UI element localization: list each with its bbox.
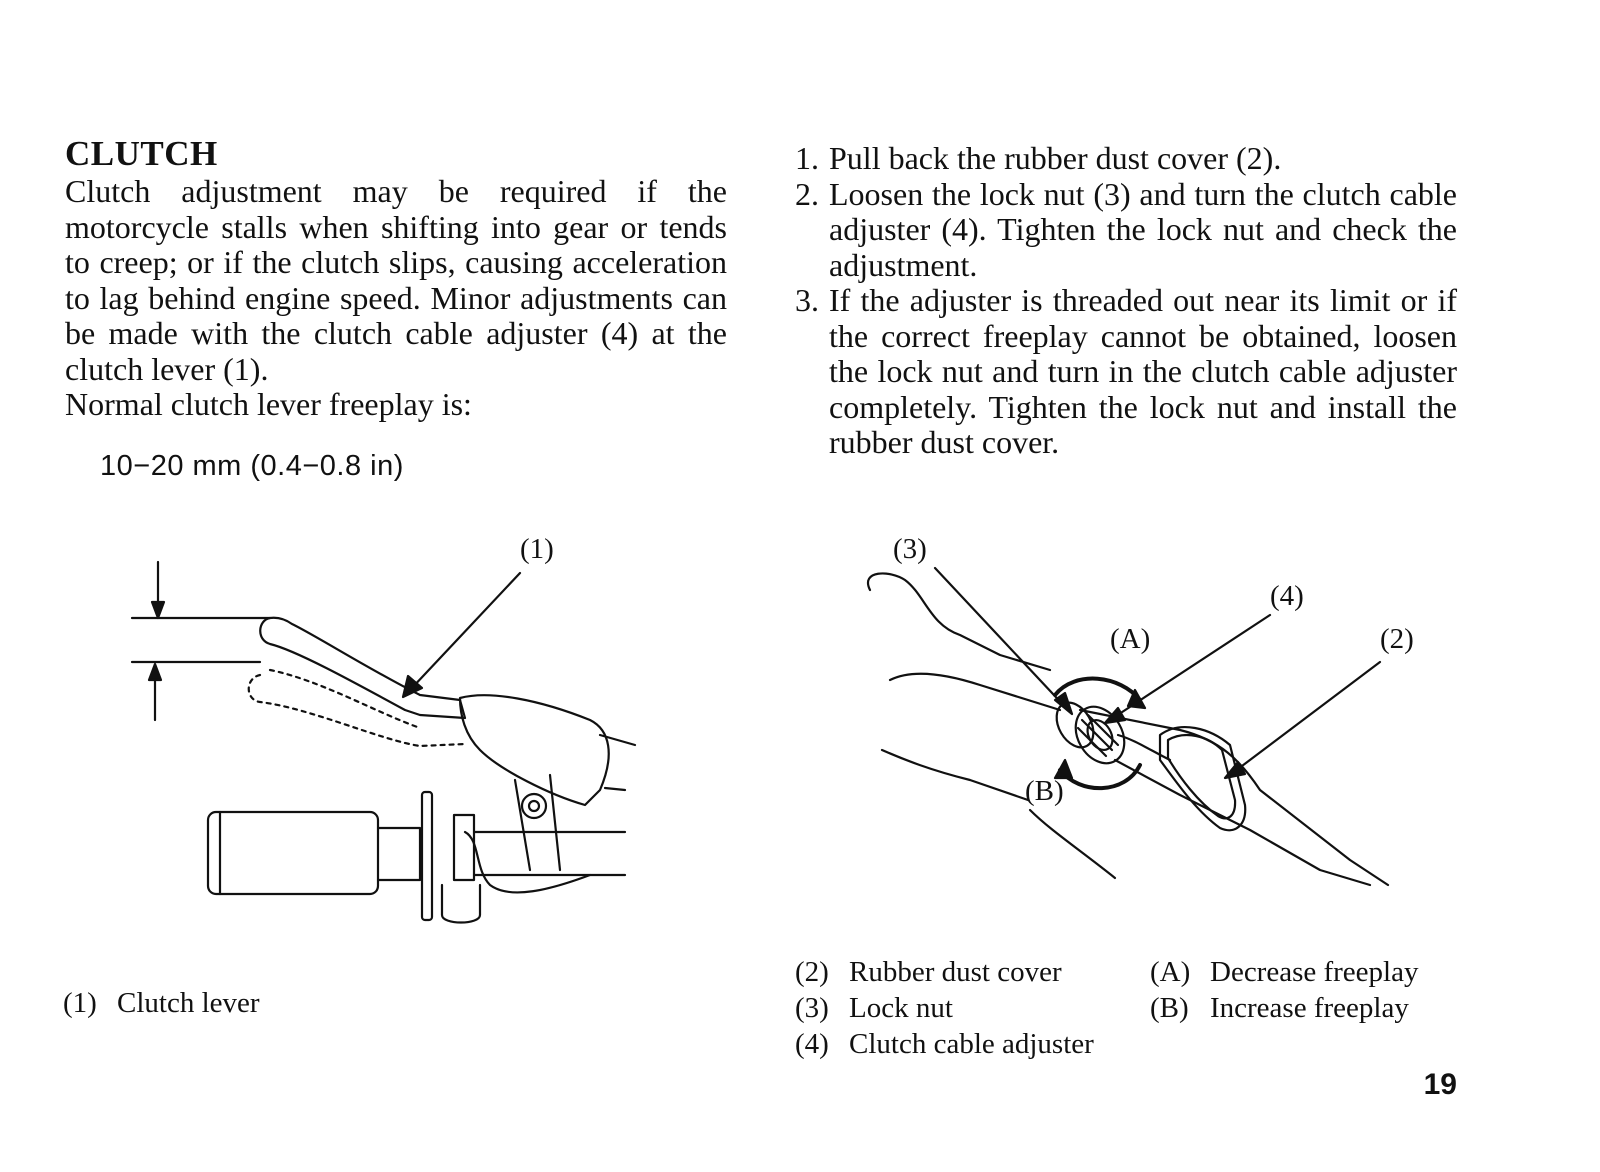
callout-b-label: (B) [1025,775,1064,807]
callout-4-label: (4) [1270,580,1304,612]
cable-adjuster [1066,698,1134,772]
step-number: 3. [795,282,819,318]
callout-1-leader [410,573,520,690]
legend-row: (2) Rubber dust cover [795,954,1094,990]
legend-key: (3) [795,992,829,1024]
legend-row: (B) Increase freeplay [1150,990,1418,1026]
step-1: 1. Pull back the rubber dust cover (2). [795,140,1457,177]
clutch-cable [1118,735,1170,760]
legend-row: (4) Clutch cable adjuster [795,1026,1094,1062]
legend-label: Increase freeplay [1210,992,1409,1024]
step-text: If the adjuster is threaded out near its… [829,282,1457,460]
lever-pulled-outline [249,675,465,746]
intro-text: Clutch adjustment may be required if the… [65,173,727,387]
clutch-lever-illustration [120,540,660,940]
freeplay-spec: 10−20 mm (0.4−0.8 in) [100,450,404,482]
hand-outline [890,674,1060,710]
callout-1-label: (1) [520,533,554,565]
palm-outline [882,750,1028,800]
page-number: 19 [1423,1068,1457,1101]
cable-adjuster-illustration [850,560,1410,900]
lever-bottom-edge [1115,760,1370,885]
callout-3-leader [935,568,1068,710]
step-number: 1. [795,140,819,176]
step-2: 2. Loosen the lock nut (3) and turn the … [795,175,1457,284]
dimension-arrow-down [152,602,164,618]
clamp-body [515,775,560,870]
step-3: 3. If the adjuster is threaded out near … [795,282,1457,461]
handlebar-grip [208,812,378,894]
cable-loop [465,832,590,892]
lever-pulled-inner [270,670,420,728]
callout-1-arrowhead [403,676,422,697]
rubber-dust-cover [1160,727,1245,830]
legend-label: Clutch cable adjuster [849,1028,1094,1060]
step-number: 2. [795,175,819,212]
lever-top-edge [1080,710,1388,885]
legend-key: (4) [795,1028,829,1060]
callout-a-label: (A) [1110,623,1151,655]
rotation-arrowhead-b [1055,760,1072,778]
perch-edge-lower [605,788,625,790]
clutch-lever-outline [260,618,465,718]
left-figure-legend: (1) Clutch lever [63,985,260,1021]
right-figure-legend-left: (2) Rubber dust cover (3) Lock nut (4) C… [795,954,1094,1062]
pivot-bolt [522,794,546,818]
rubber-dust-cover-inner [1168,735,1235,818]
grip-collar [378,828,420,880]
pivot-bolt-center [529,801,539,811]
steps-list: 1. Pull back the rubber dust cover (2). … [795,140,1457,461]
wrist-outline [1030,810,1115,878]
switch-housing [422,792,432,920]
step-text: Loosen the lock nut (3) and turn the clu… [829,175,1457,283]
legend-label: Rubber dust cover [849,956,1062,988]
callout-2-arrowhead [1225,762,1245,778]
perch-edge [600,735,635,745]
right-figure-legend-right: (A) Decrease freeplay (B) Increase freep… [1150,954,1418,1026]
lever-perch [460,695,609,805]
legend-label: Decrease freeplay [1210,956,1419,988]
callout-2-label: (2) [1380,623,1414,655]
callout-4-leader [1110,615,1270,720]
finger-outline [868,573,1050,670]
callout-4-arrowhead [1105,708,1125,723]
legend-label: Lock nut [849,992,953,1024]
callout-2-leader [1230,662,1380,775]
legend-key: (B) [1150,992,1189,1024]
freeplay-label: Normal clutch lever freeplay is: [65,386,472,422]
dimension-arrow-up [149,664,161,680]
legend-key: (A) [1150,956,1191,988]
intro-paragraph: Clutch adjustment may be required if the… [65,173,727,423]
legend-key: (1) [63,987,97,1019]
legend-row: (A) Decrease freeplay [1150,954,1418,990]
callout-3-arrowhead [1055,693,1072,714]
throttle-housing [454,815,474,880]
callout-3-label: (3) [893,533,927,565]
step-text: Pull back the rubber dust cover (2). [829,140,1282,176]
throttle-knob [442,885,480,923]
legend-key: (2) [795,956,829,988]
legend-row: (3) Lock nut [795,990,1094,1026]
section-title: CLUTCH [65,134,218,173]
legend-label: Clutch lever [117,987,260,1019]
legend-row: (1) Clutch lever [63,985,260,1021]
rotation-arrow-a [1055,679,1140,700]
